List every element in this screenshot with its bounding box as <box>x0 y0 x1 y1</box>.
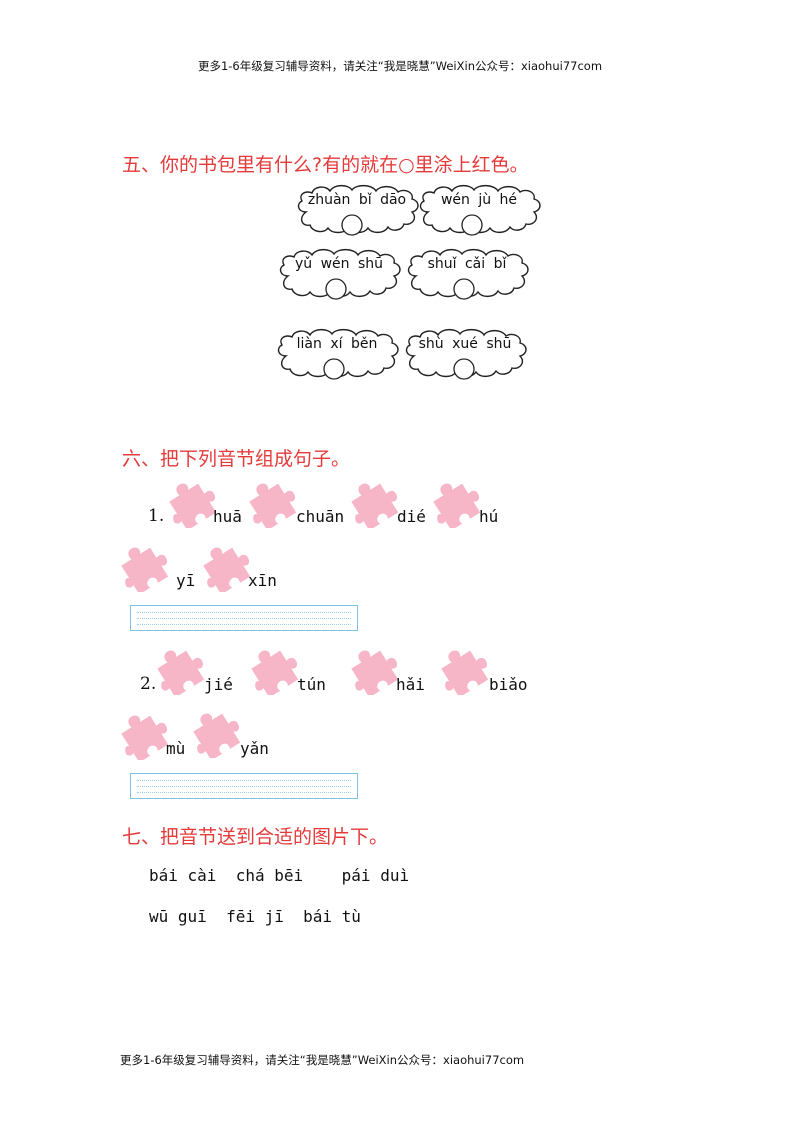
cloud-item-1: zhuàn bǐ dāo <box>292 182 422 238</box>
syllable: dié <box>397 507 426 526</box>
syllable: hǎi <box>396 675 425 694</box>
syllable: chuān <box>296 507 345 526</box>
syllable-row-1: bái cài chá bēi pái duì <box>149 866 410 885</box>
cloud-item-2: wén jù hé <box>414 182 544 238</box>
puzzle-piece-icon <box>350 476 398 528</box>
syllable: huā <box>213 507 242 526</box>
circle-icon <box>325 278 347 300</box>
cloud-label: liàn xí běn <box>296 336 378 352</box>
circle-icon <box>461 214 483 236</box>
answer-box-2[interactable] <box>130 773 358 799</box>
puzzle-piece-icon <box>440 643 488 695</box>
circle-icon <box>453 358 475 380</box>
syllable: yī <box>176 571 196 590</box>
answer-box-1[interactable] <box>130 605 358 631</box>
cloud-item-5: liàn xí běn <box>272 326 402 382</box>
syllable: hú <box>479 507 499 526</box>
puzzle-piece-icon <box>120 708 168 760</box>
page-header: 更多1-6年级复习辅导资料，请关注“我是晓慧”WeiXin公众号：xiaohui… <box>197 59 603 73</box>
syllable: yǎn <box>240 739 269 758</box>
puzzle-piece-icon <box>120 540 168 592</box>
cloud-icon <box>277 328 399 380</box>
puzzle-piece-icon <box>202 540 250 592</box>
cloud-label: yǔ wén shū <box>294 256 384 272</box>
cloud-item-4: shuǐ cǎi bǐ <box>402 246 532 302</box>
syllable: jié <box>204 675 233 694</box>
syllable: biǎo <box>489 675 528 694</box>
syllable: xīn <box>248 571 277 590</box>
puzzle-piece-icon <box>192 706 240 758</box>
puzzle-piece-icon <box>250 643 298 695</box>
puzzle-piece-icon <box>168 476 216 528</box>
syllable-row-2: wū guī fēi jī bái tù <box>149 907 361 926</box>
cloud-label: zhuàn bǐ dāo <box>307 192 407 208</box>
puzzle-piece-icon <box>248 476 296 528</box>
section-6-title: 六、把下列音节组成句子。 <box>122 448 351 470</box>
cloud-item-6: shù xué shū <box>400 326 530 382</box>
syllable: mù <box>166 739 186 758</box>
question-2-number: 2. <box>140 674 157 694</box>
cloud-icon <box>297 184 419 236</box>
page-footer: 更多1-6年级复习辅导资料，请关注“我是晓慧”WeiXin公众号：xiaohui… <box>120 1053 525 1067</box>
cloud-label: wén jù hé <box>440 192 518 208</box>
cloud-label: shuǐ cǎi bǐ <box>427 256 507 272</box>
syllable: tún <box>297 675 326 694</box>
question-1-number: 1. <box>148 506 165 526</box>
puzzle-piece-icon <box>350 643 398 695</box>
cloud-icon <box>405 328 527 380</box>
puzzle-piece-icon <box>156 643 204 695</box>
section-7-title: 七、把音节送到合适的图片下。 <box>122 826 389 848</box>
cloud-icon <box>419 184 541 236</box>
cloud-icon <box>279 248 401 300</box>
section-5-title: 五、你的书包里有什么?有的就在○里涂上红色。 <box>122 154 529 176</box>
cloud-icon <box>407 248 529 300</box>
circle-icon <box>323 358 345 380</box>
puzzle-piece-icon <box>432 476 480 528</box>
cloud-item-3: yǔ wén shū <box>274 246 404 302</box>
circle-icon <box>341 214 363 236</box>
circle-icon <box>453 278 475 300</box>
cloud-label: shù xué shū <box>418 336 512 352</box>
